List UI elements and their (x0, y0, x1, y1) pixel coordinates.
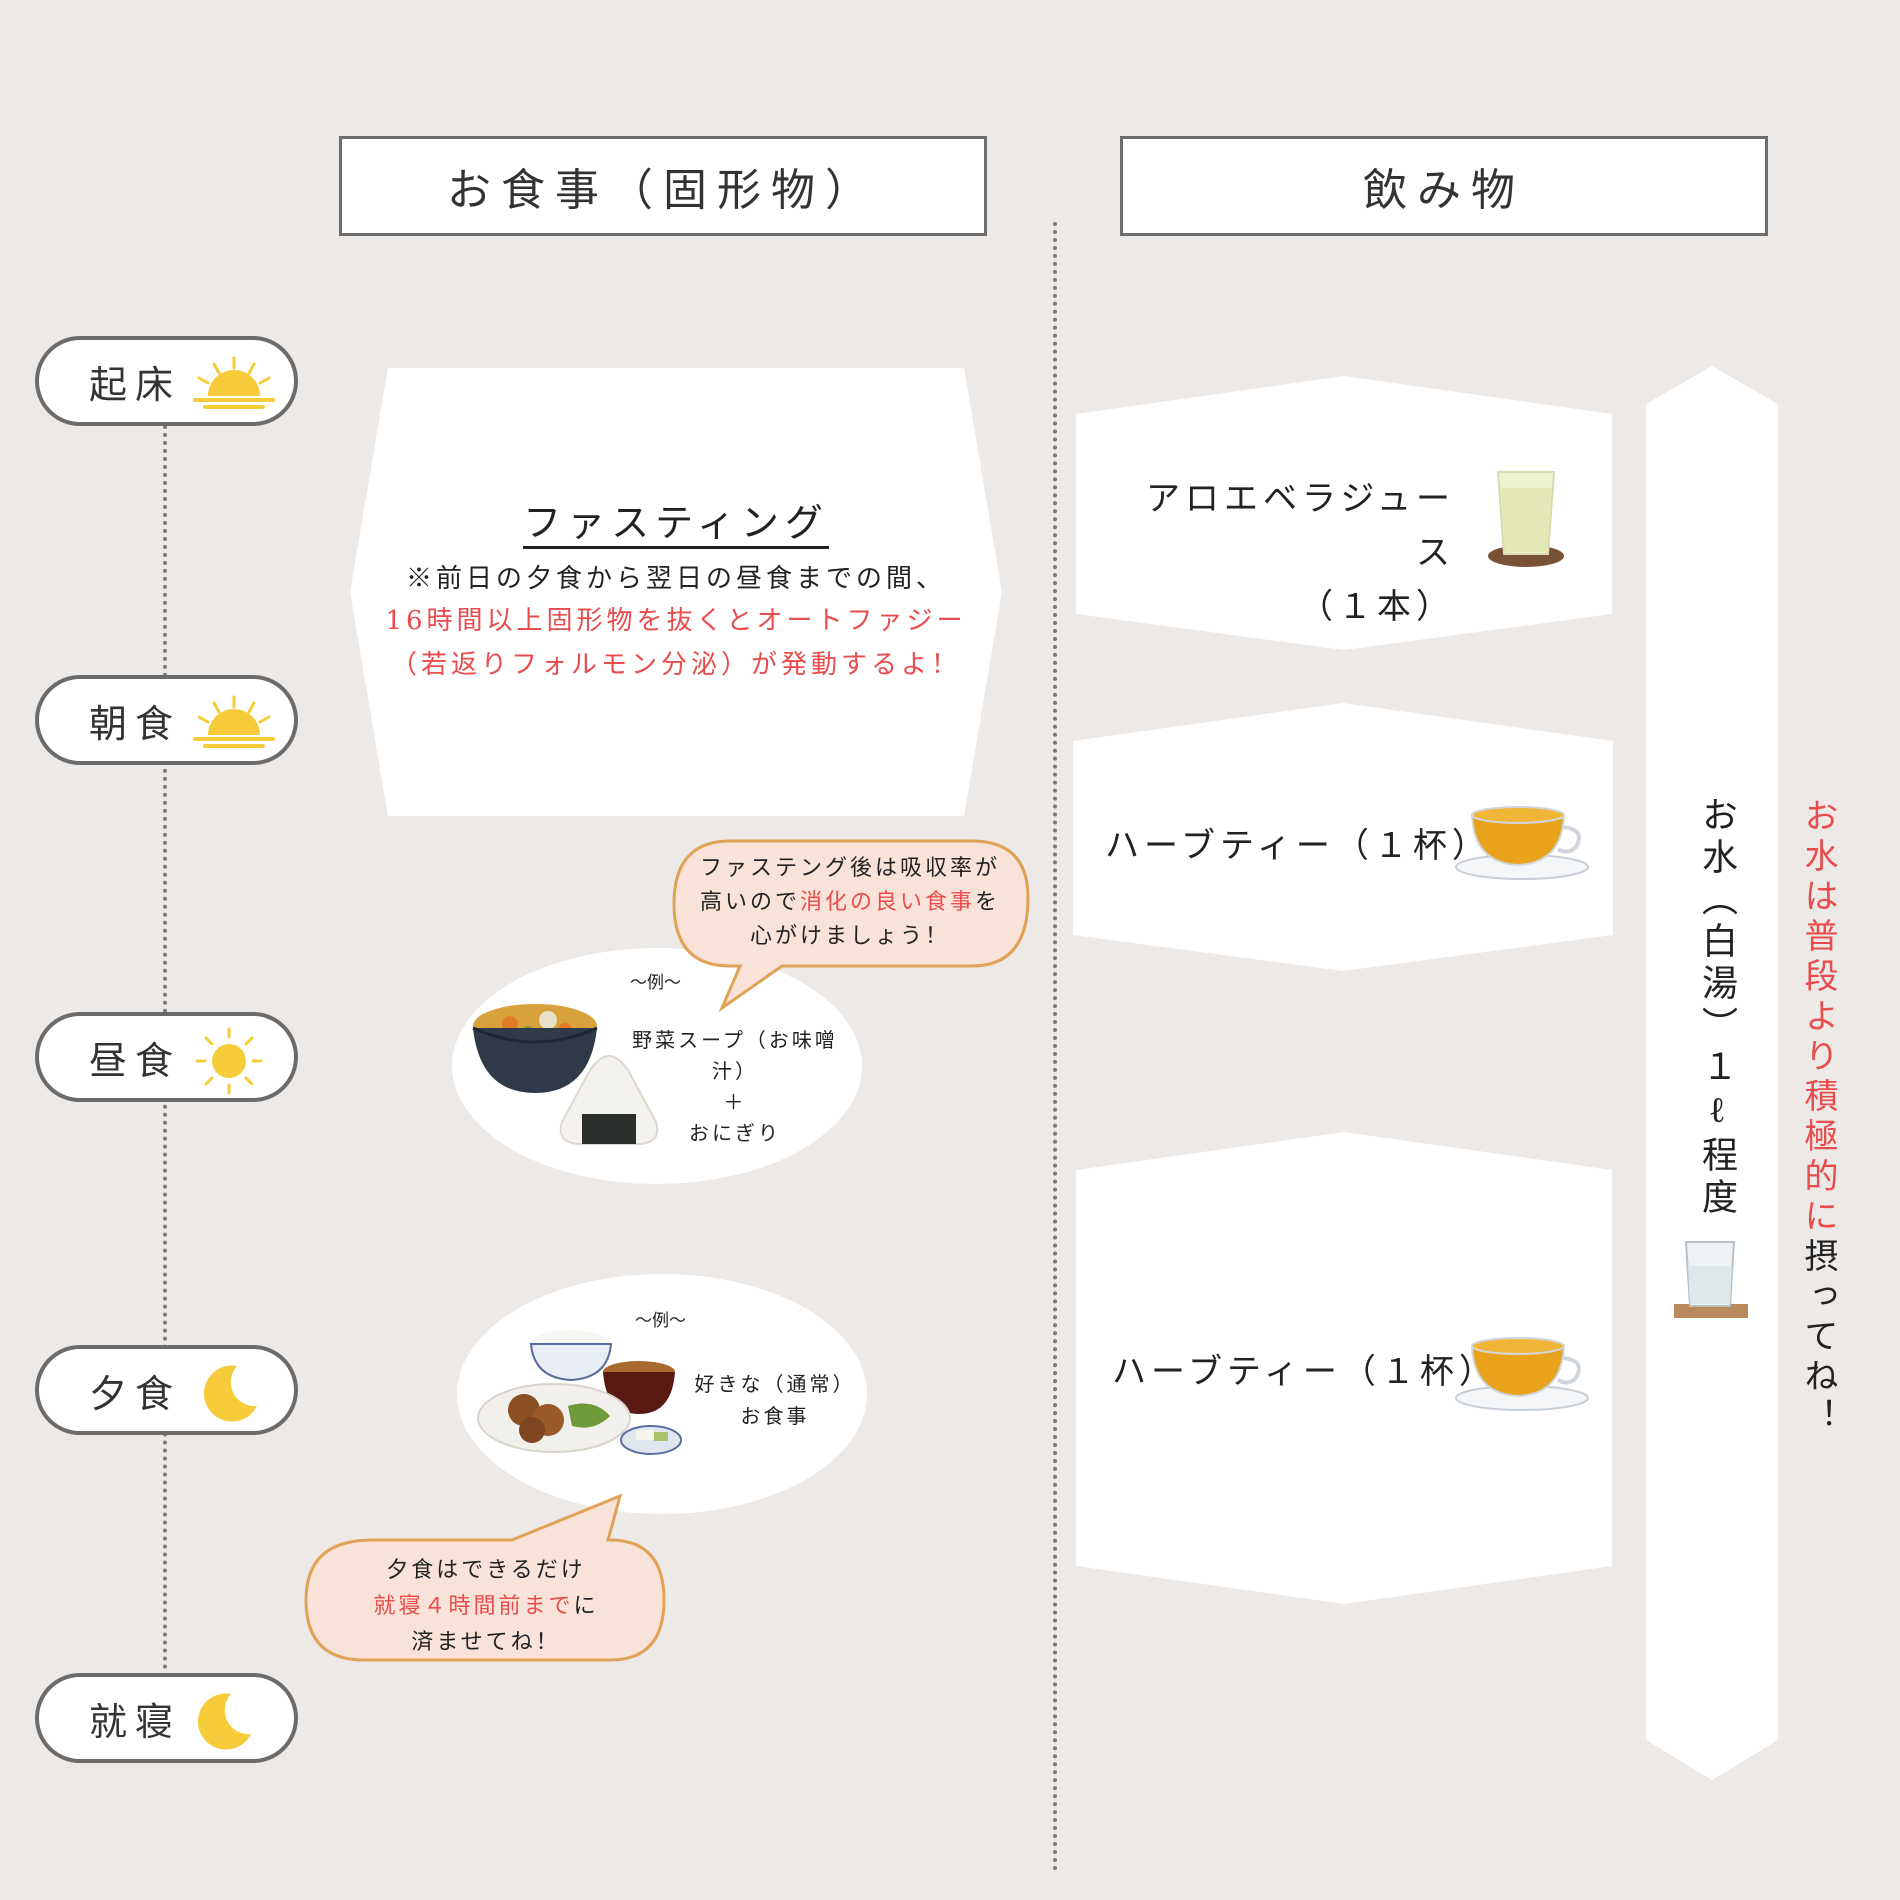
dinner-bubble-line-2: 就寝４時間前までに (310, 1589, 662, 1625)
fasting-panel (350, 368, 1002, 816)
dinner-bubble-highlight: 就寝４時間前まで (373, 1594, 574, 1619)
lunch-example-line-3: おにぎり (689, 1121, 781, 1145)
timeline-item-lunch: 昼食 (35, 1012, 298, 1102)
lunch-example-caption: ～例～ (630, 973, 681, 993)
water-note: お水は普段より積極的に摂ってね！ (1794, 798, 1843, 1438)
timeline-label: 昼食 (89, 1038, 182, 1083)
drink-aloe-line-1: アロエベラジュース (1146, 479, 1455, 573)
fasting-title: ファスティング (523, 500, 829, 549)
food-header-text: お食事（固形物） (447, 165, 879, 216)
water-label: お水（白湯）１ℓ程度 (1696, 796, 1737, 1220)
fasting-line-2: 16時間以上固形物を抜くとオートファジー (385, 606, 967, 636)
water-glass-icon (1674, 1241, 1748, 1318)
timeline-label: 起床 (89, 362, 182, 407)
timeline-label: 朝食 (89, 701, 182, 746)
timeline-item-wake: 起床 (35, 336, 298, 426)
dinner-example-line-1: 好きな（通常） (694, 1372, 856, 1396)
lunch-example-text: 野菜スープ（お味噌汁） ＋ おにぎり (615, 1025, 855, 1149)
drink-label-herbal-evening: ハーブティー（１杯） (1112, 1352, 1498, 1392)
drink-column-header: 飲み物 (1120, 136, 1768, 236)
drink-header-text: 飲み物 (1363, 165, 1525, 216)
lunch-bubble-line-2-post: を (975, 890, 1001, 915)
dinner-bubble-text: 夕食はできるだけ 就寝４時間前までに 済ませてね！ (310, 1553, 662, 1661)
fasting-line-1: ※前日の夕食から翌日の昼食までの間、 (405, 564, 946, 594)
dinner-bubble-line-2-post: に (573, 1594, 599, 1619)
timeline-item-breakfast: 朝食 (35, 675, 298, 765)
drink-label-aloe: アロエベラジュース （１本） (1125, 472, 1455, 634)
fasting-text: ファスティング ※前日の夕食から翌日の昼食までの間、 16時間以上固形物を抜くと… (348, 500, 1004, 687)
dinner-example-text: 好きな（通常） お食事 (680, 1368, 870, 1432)
moon-icon (203, 1365, 257, 1422)
lunch-bubble-highlight: 消化の良い食事 (799, 890, 975, 915)
drink-label-herbal-morning: ハーブティー（１杯） (1105, 826, 1491, 866)
lunch-example-line-2: ＋ (723, 1090, 747, 1114)
lunch-bubble-line-3: 心がけましょう！ (749, 924, 950, 949)
drink-aloe-line-2: （１本） (1299, 587, 1455, 627)
dinner-bubble-line-3: 済ませてね！ (411, 1630, 561, 1655)
drink-panel-aloe (1076, 376, 1612, 650)
food-column-header: お食事（固形物） (339, 136, 987, 236)
dinner-set-icon (477, 1330, 682, 1455)
water-note-rest: 摂ってね！ (1798, 1238, 1838, 1438)
lunch-bubble-line-2: 高いので消化の良い食事を (680, 886, 1020, 920)
water-note-highlight: お水は普段より積極的に (1798, 798, 1838, 1238)
moon-icon (197, 1693, 251, 1750)
onigiri-icon (559, 1054, 659, 1145)
drink-panel-herbal-morning (1073, 703, 1613, 971)
dinner-bubble-line-1: 夕食はできるだけ (386, 1558, 586, 1583)
lunch-example-line-1: 野菜スープ（お味噌汁） (632, 1028, 838, 1083)
drink-panel-herbal-evening (1076, 1132, 1612, 1604)
timeline-label: 夕食 (89, 1371, 182, 1416)
aloe-juice-glass-icon (1488, 471, 1564, 567)
dinner-bubble-shape (304, 1493, 666, 1662)
lunch-bubble-line-2-pre: 高いので (699, 890, 800, 915)
timeline-label: 就寝 (89, 1699, 182, 1744)
lunch-bubble-shape (672, 839, 1030, 1012)
sun-icon (195, 1027, 263, 1095)
lunch-bubble-text: ファステング後は吸収率が 高いので消化の良い食事を 心がけましょう！ (680, 852, 1020, 954)
timeline-item-bedtime: 就寝 (35, 1673, 298, 1763)
herbal-tea-cup-icon (1455, 806, 1589, 880)
sunrise-icon (193, 695, 275, 748)
column-divider (1053, 222, 1057, 1872)
lunch-bubble-line-1: ファステング後は吸収率が (699, 856, 1000, 881)
dinner-example-caption: ～例～ (635, 1311, 686, 1331)
water-arrow-panel (1646, 366, 1778, 1780)
soup-bowl-icon (472, 1004, 598, 1093)
timeline-item-dinner: 夕食 (35, 1345, 298, 1435)
sunrise-icon (193, 356, 275, 409)
fasting-line-3: （若返りフォルモン分泌）が発動するよ！ (390, 650, 961, 680)
herbal-tea-cup-icon (1455, 1337, 1589, 1411)
dinner-example-line-2: お食事 (740, 1404, 810, 1428)
